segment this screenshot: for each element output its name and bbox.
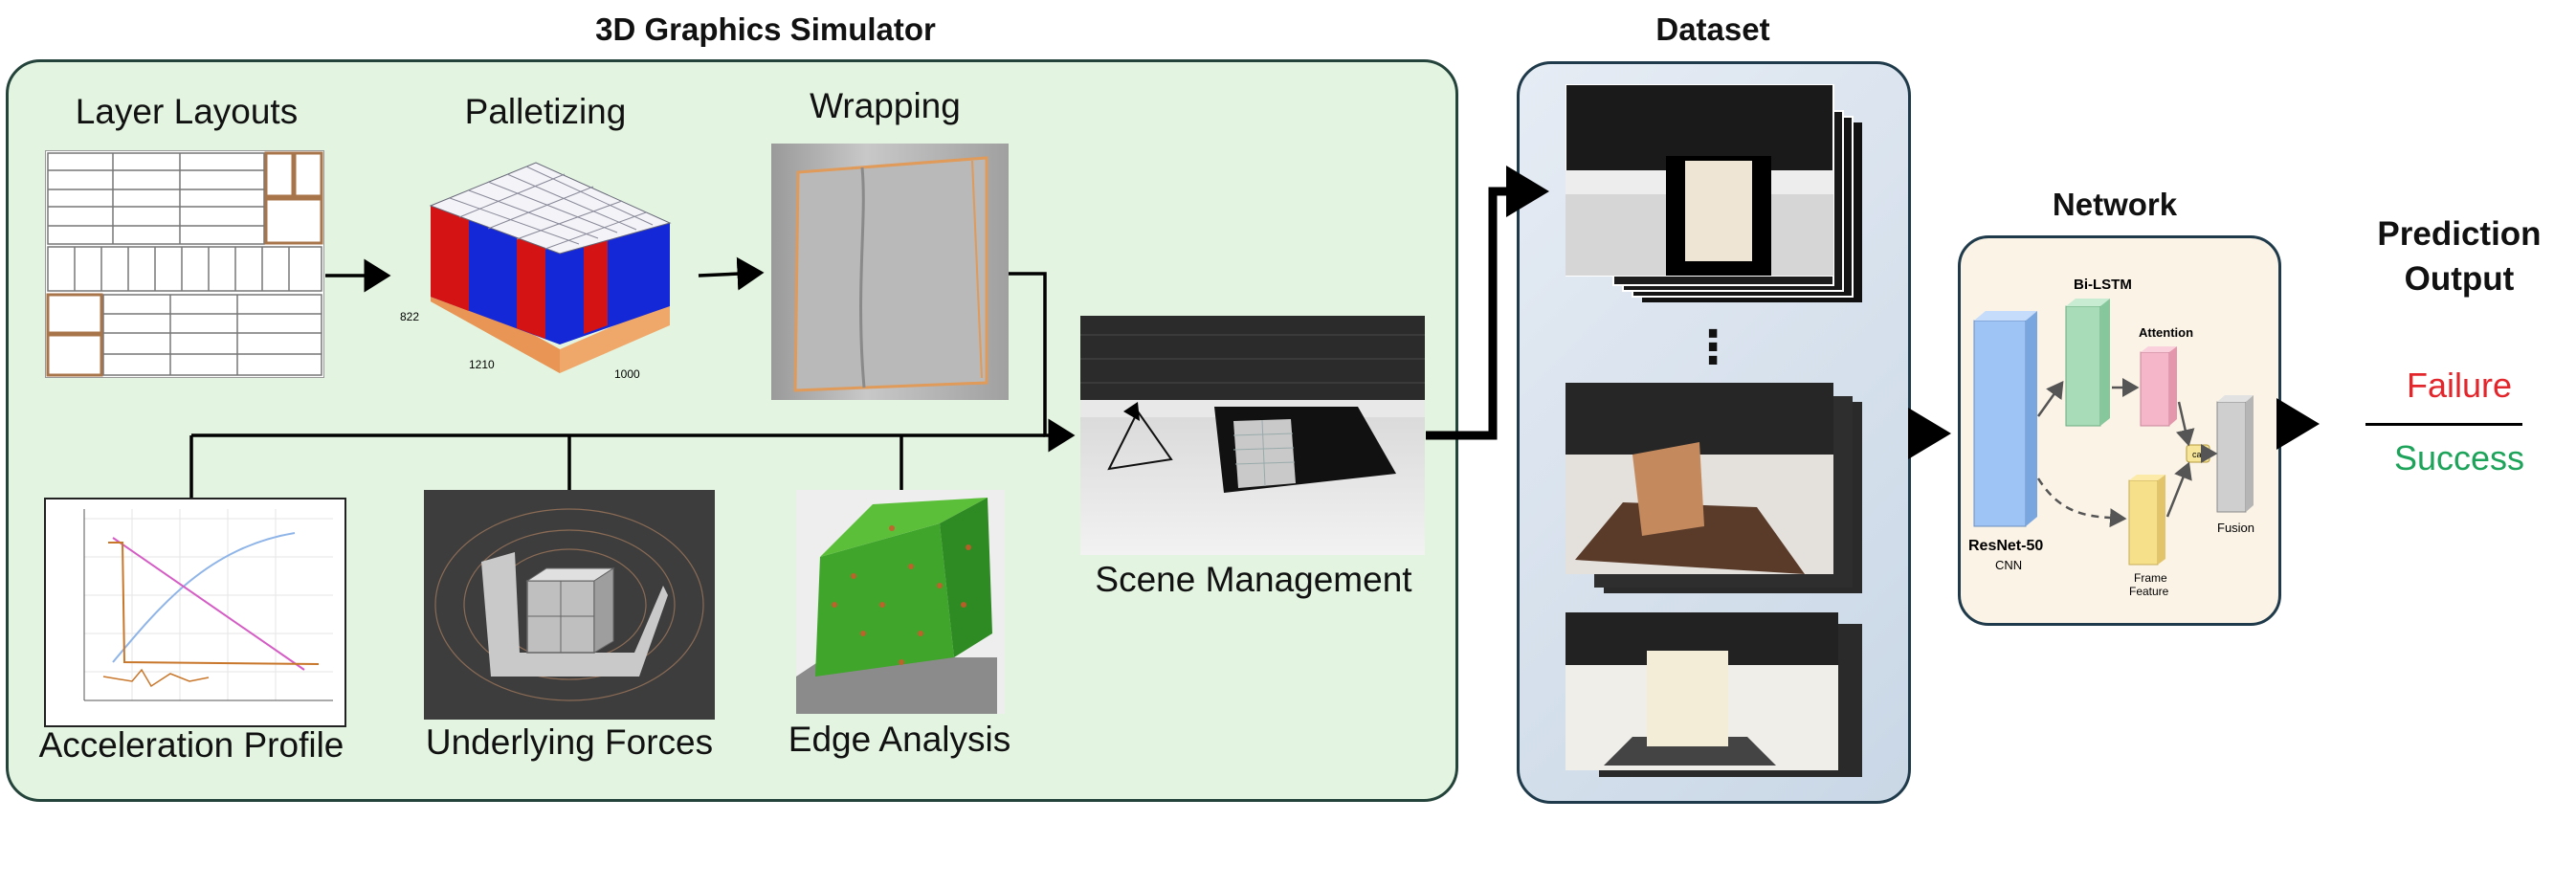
layer-layouts-image: [45, 150, 324, 378]
scene-management-image: [1080, 316, 1425, 555]
acceleration-profile-label: Acceleration Profile: [38, 725, 344, 765]
simulator-title: 3D Graphics Simulator: [595, 11, 936, 47]
bilstm-label: Bi-LSTM: [2074, 277, 2132, 293]
palletizing-label: Palletizing: [464, 92, 627, 131]
resnet-sub-label: CNN: [1995, 558, 2022, 572]
dataset-title: Dataset: [1655, 11, 1770, 47]
output-title-line2: Output: [2404, 260, 2515, 298]
wrapping-label: Wrapping: [810, 86, 961, 125]
pallet-depth-dim: 1000: [614, 367, 640, 381]
underlying-forces-label: Underlying Forces: [425, 722, 714, 762]
output-title-line1: Prediction: [2377, 215, 2542, 253]
output-divider: [2365, 423, 2522, 426]
dataset-ellipsis: ⋮: [1690, 322, 1736, 373]
arrow-wrapping-to-scene: [1008, 272, 1076, 453]
edge-analysis-image: [796, 490, 1005, 714]
fusion-label: Fusion: [2217, 521, 2254, 535]
network-title: Network: [2052, 187, 2178, 222]
pallet-height-dim: 822: [400, 310, 419, 323]
cat-label: cat: [2192, 450, 2205, 459]
frame-feature-label-2: Feature: [2129, 585, 2169, 598]
resnet-label: ResNet-50: [1968, 538, 2043, 554]
arrow-scene-to-dataset: [1426, 166, 1549, 440]
palletizing-image: 822 1210 1000: [392, 148, 679, 392]
frame-feature-label-1: Frame: [2134, 571, 2167, 585]
pallet-width-dim: 1210: [469, 358, 495, 371]
arrow-palletizing-to-wrapping: [698, 256, 765, 291]
acceleration-profile-chart: [44, 498, 346, 727]
wrapping-image: [771, 144, 1009, 400]
underlying-forces-image: [424, 490, 715, 720]
scene-management-label: Scene Management: [1095, 560, 1412, 599]
network-diagram: cat Bi-LSTM Attention ResNet-50 CNN Fram…: [1966, 258, 2273, 612]
edge-analysis-label: Edge Analysis: [788, 720, 1011, 759]
success-label: Success: [2393, 438, 2525, 477]
layer-layouts-label: Layer Layouts: [75, 92, 299, 131]
failure-label: Failure: [2406, 366, 2513, 405]
dataset-stack-1: [1566, 84, 1866, 302]
dataset-stack-2: [1566, 383, 1866, 595]
dataset-stack-3: [1566, 612, 1866, 780]
attention-label: Attention: [2139, 325, 2193, 340]
